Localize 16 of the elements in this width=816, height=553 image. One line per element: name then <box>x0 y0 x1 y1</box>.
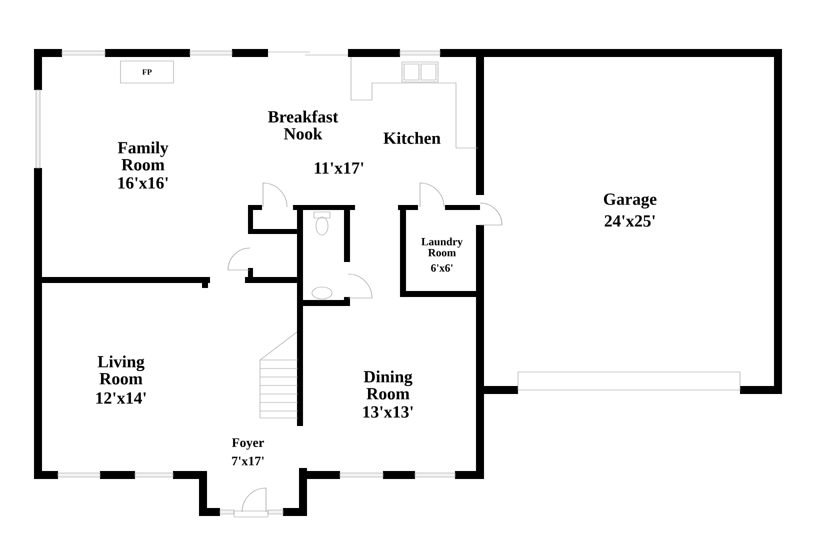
room-label: Dining Room <box>364 370 412 400</box>
room-label: Living Room <box>98 356 144 384</box>
room-label: Garage <box>604 193 656 208</box>
room-label: Laundry Room <box>421 238 463 256</box>
room-size: 7'x17' <box>232 456 264 466</box>
room-label: Family Room <box>118 142 168 170</box>
room-label: Kitchen <box>384 132 441 144</box>
room-size: 11'x17' <box>314 162 364 174</box>
room-size: 13'x13' <box>363 406 413 418</box>
room-label: Breakfast Nook <box>268 110 338 140</box>
fireplace-box: FP <box>120 60 174 84</box>
room-size: 24'x25' <box>604 215 655 227</box>
room-size: 16'x16' <box>118 177 168 189</box>
room-size: 12'x14' <box>96 392 146 404</box>
room-label: Foyer <box>232 438 264 450</box>
room-size: 6'x6' <box>431 264 452 272</box>
